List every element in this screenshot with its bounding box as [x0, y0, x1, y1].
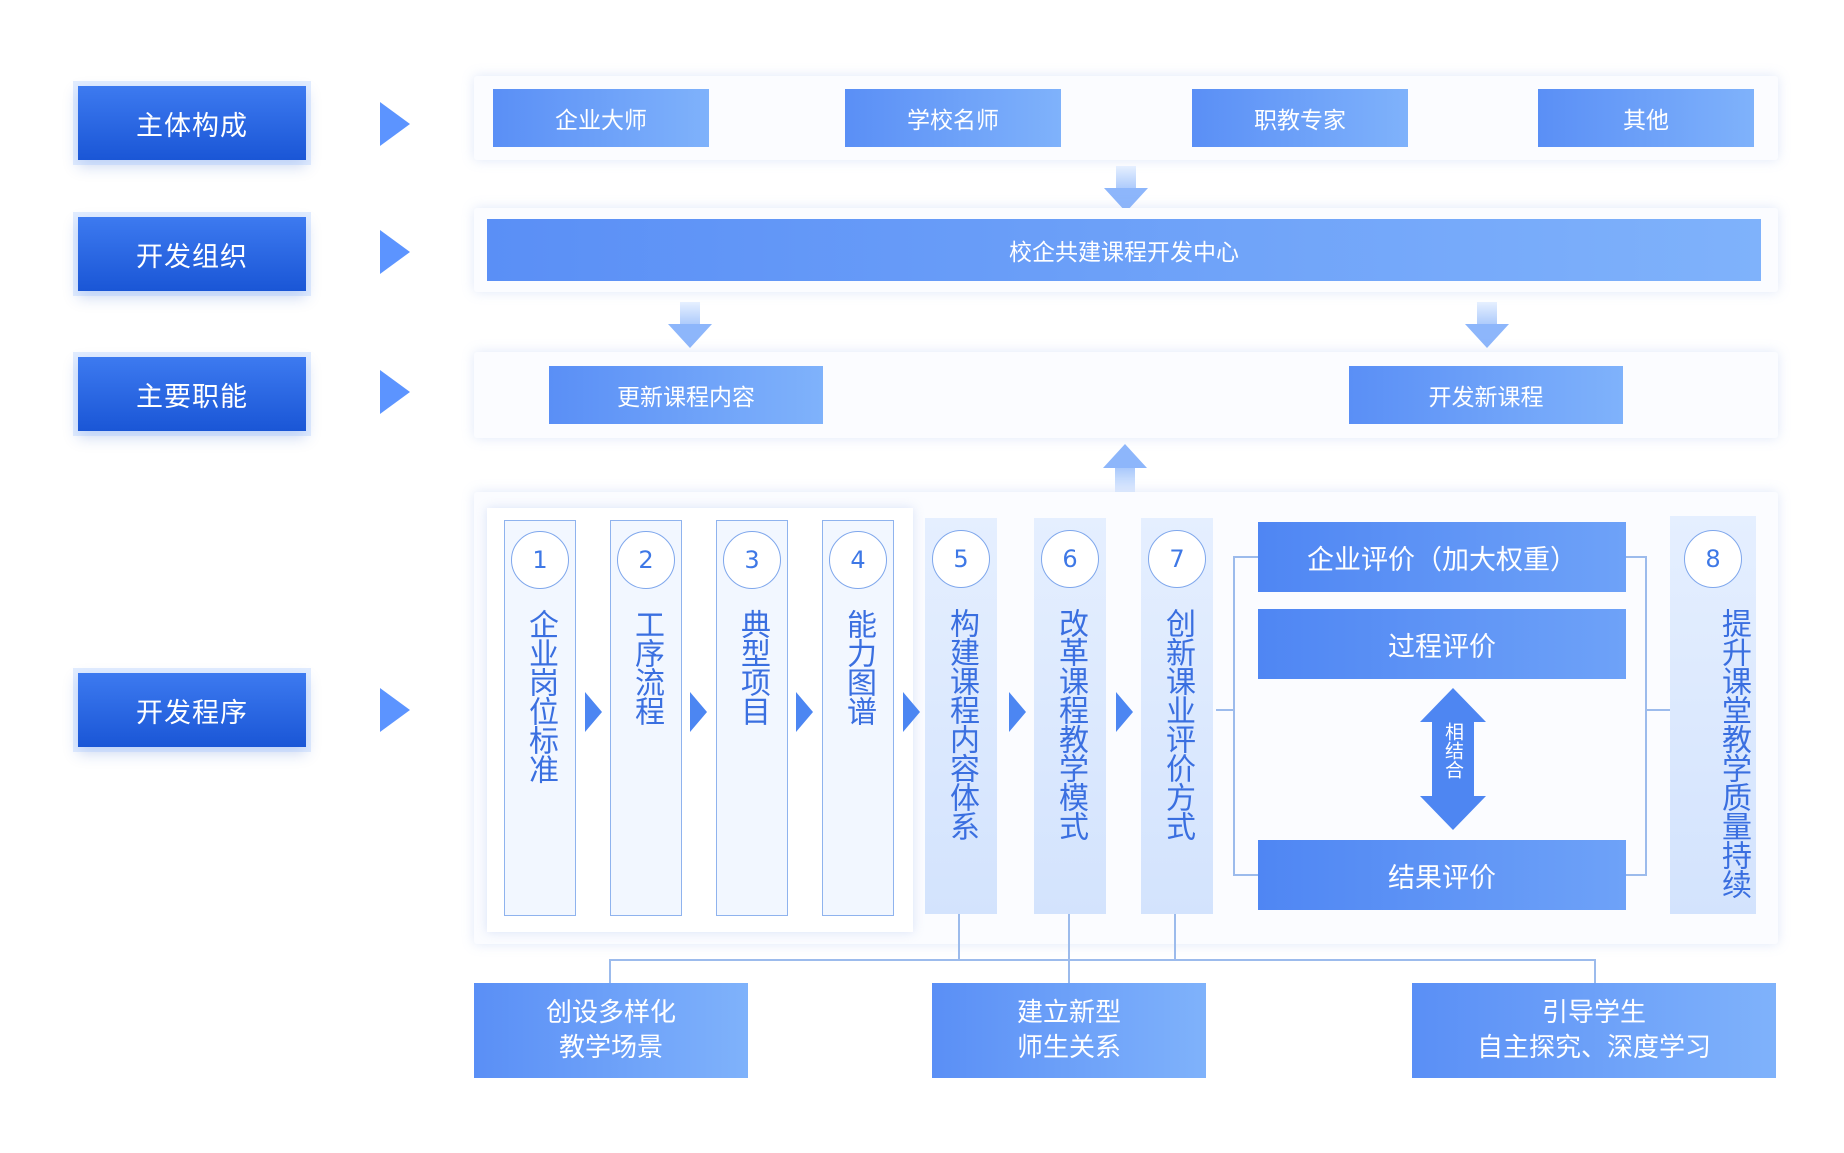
down-arrow-icon	[1104, 166, 1148, 214]
subject-vocational-expert: 职教专家	[1192, 89, 1408, 147]
row-arrow-icon	[380, 230, 410, 274]
step-number: 4	[829, 531, 887, 589]
row-arrow-icon	[380, 370, 410, 414]
step-text: 工序流程	[629, 609, 664, 725]
connector-line	[1626, 874, 1646, 876]
row-label-procedure: 开发程序	[78, 673, 306, 747]
step-number: 1	[511, 531, 569, 589]
step-number: 2	[617, 531, 675, 589]
step-column-1: 1 企业岗位标准	[504, 520, 576, 916]
step-text: 典型项目	[735, 609, 770, 725]
chevron-right-icon	[903, 692, 920, 732]
step-column-4: 4 能力图谱	[822, 520, 894, 916]
down-arrow-icon	[668, 302, 712, 350]
step-column-8: 8 提升课堂教学质量持续	[1670, 516, 1756, 914]
step-column-2: 2 工序流程	[610, 520, 682, 916]
outcome-line: 建立新型	[1016, 997, 1121, 1028]
chevron-right-icon	[585, 692, 602, 732]
step-text: 提升课堂教学质量持续	[1716, 608, 1751, 898]
row-arrow-icon	[380, 688, 410, 732]
chevron-right-icon	[690, 692, 707, 732]
row-label-subjects: 主体构成	[78, 86, 306, 160]
row-label-functions: 主要职能	[78, 357, 306, 431]
function-update-content: 更新课程内容	[549, 366, 823, 424]
step-column-5: 5 构建课程内容体系	[925, 518, 997, 914]
connector-line	[1068, 914, 1070, 960]
function-new-course: 开发新课程	[1349, 366, 1623, 424]
connector-line	[1068, 959, 1070, 983]
connector-line	[1645, 556, 1647, 876]
step-text: 创新课业评价方式	[1160, 608, 1195, 840]
outcome-line: 引导学生	[1541, 997, 1646, 1028]
chevron-right-icon	[1116, 692, 1133, 732]
connector-line	[1626, 556, 1646, 558]
eval-result: 结果评价	[1258, 840, 1626, 910]
connector-line	[1646, 709, 1670, 711]
outcome-teacher-student: 建立新型 师生关系	[932, 983, 1206, 1078]
row-label-organization: 开发组织	[78, 217, 306, 291]
step-text: 能力图谱	[841, 609, 876, 725]
connector-line	[958, 914, 960, 960]
outcome-student-inquiry: 引导学生 自主探究、深度学习	[1412, 983, 1776, 1078]
down-arrow-icon	[1465, 302, 1509, 350]
outcome-line: 教学场景	[558, 1032, 663, 1063]
eval-enterprise: 企业评价（加大权重）	[1258, 522, 1626, 592]
outcome-line: 创设多样化	[545, 997, 676, 1028]
connector-line	[1233, 874, 1259, 876]
combine-label: 相结合	[1442, 722, 1464, 779]
step-column-7: 7 创新课业评价方式	[1141, 518, 1213, 914]
up-arrow-icon	[1103, 444, 1147, 492]
step-number: 8	[1684, 530, 1742, 588]
step-text: 企业岗位标准	[523, 609, 558, 783]
step-number: 6	[1041, 530, 1099, 588]
eval-process: 过程评价	[1258, 609, 1626, 679]
step-text: 构建课程内容体系	[944, 608, 979, 840]
step-number: 7	[1148, 530, 1206, 588]
outcome-line: 自主探究、深度学习	[1476, 1032, 1711, 1063]
step-column-3: 3 典型项目	[716, 520, 788, 916]
subject-enterprise-master: 企业大师	[493, 89, 709, 147]
double-arrow-icon	[1420, 688, 1486, 830]
step-number: 3	[723, 531, 781, 589]
step-column-6: 6 改革课程教学模式	[1034, 518, 1106, 914]
chevron-right-icon	[796, 692, 813, 732]
connector-line	[1233, 556, 1259, 558]
chevron-right-icon	[1009, 692, 1026, 732]
subject-other: 其他	[1538, 89, 1754, 147]
row-arrow-icon	[380, 102, 410, 146]
step-text: 改革课程教学模式	[1053, 608, 1088, 840]
connector-line	[609, 959, 1595, 961]
connector-line	[609, 959, 611, 983]
connector-line	[1216, 709, 1234, 711]
connector-line	[1174, 914, 1176, 960]
step-number: 5	[932, 530, 990, 588]
connector-line	[1594, 959, 1596, 983]
connector-line	[1233, 556, 1235, 876]
outcome-line: 师生关系	[1016, 1032, 1121, 1063]
outcome-diverse-scenes: 创设多样化 教学场景	[474, 983, 748, 1078]
subject-school-teacher: 学校名师	[845, 89, 1061, 147]
org-center: 校企共建课程开发中心	[487, 219, 1761, 281]
